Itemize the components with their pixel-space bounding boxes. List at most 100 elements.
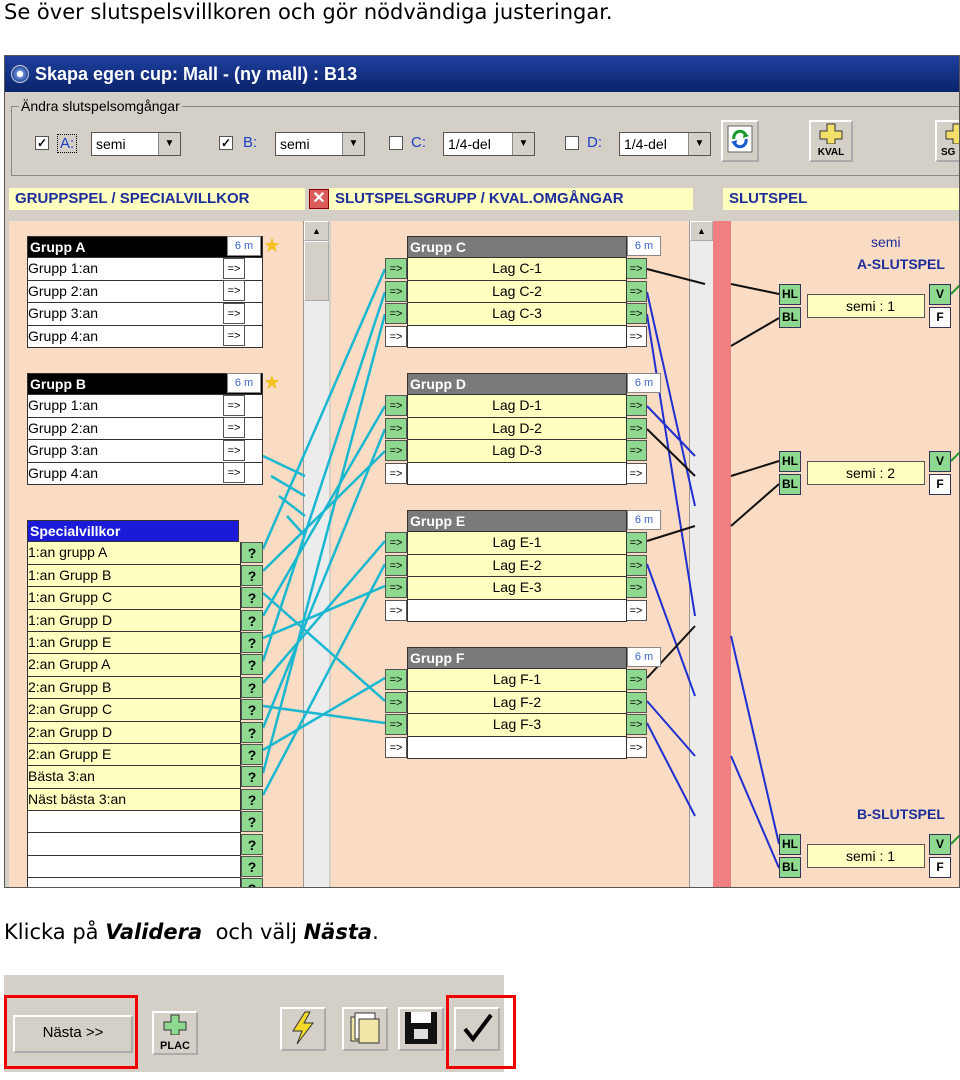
match-box[interactable]: semi : 1 — [807, 844, 925, 868]
arrow-in-button[interactable]: => — [385, 303, 407, 325]
arrow-out-button[interactable]: => — [625, 280, 647, 302]
arrow-out-button[interactable]: => — [625, 325, 647, 347]
round-a-checkbox[interactable]: ✓ — [35, 136, 49, 150]
special-row[interactable]: Bästa 3:an — [27, 766, 241, 789]
team-row[interactable]: Lag D-3 — [407, 440, 627, 463]
arrow-out-button[interactable]: => — [625, 395, 647, 417]
special-row[interactable]: Näst bästa 3:an — [27, 788, 241, 812]
close-icon[interactable]: ✕ — [309, 189, 329, 209]
team-row[interactable] — [407, 736, 627, 759]
team-row[interactable]: Lag C-3 — [407, 303, 627, 326]
arrow-out-button[interactable]: => — [625, 532, 647, 554]
v-button[interactable]: V — [929, 284, 951, 305]
hl-button[interactable]: HL — [779, 451, 801, 472]
round-c-checkbox[interactable] — [389, 136, 403, 150]
table-row[interactable]: Grupp 3:an — [27, 440, 263, 463]
question-button[interactable]: ? — [241, 766, 263, 788]
special-row[interactable]: 1:an Grupp D — [27, 609, 241, 632]
arrow-out-button[interactable]: => — [625, 417, 647, 439]
arrow-in-button[interactable]: => — [385, 280, 407, 302]
round-b-select[interactable]: semi▼ — [275, 132, 365, 156]
arrow-out-button[interactable]: => — [625, 736, 647, 758]
special-row[interactable] — [27, 878, 241, 887]
team-row[interactable]: Lag C-1 — [407, 258, 627, 281]
question-button[interactable]: ? — [241, 833, 263, 855]
question-button[interactable]: ? — [241, 654, 263, 676]
group-b-header[interactable]: Grupp B — [27, 373, 263, 396]
special-row[interactable]: 2:an Grupp B — [27, 676, 241, 700]
table-row[interactable]: Grupp 2:an — [27, 280, 263, 304]
question-button[interactable]: ? — [241, 609, 263, 631]
round-d-select[interactable]: 1/4-del▼ — [619, 132, 711, 156]
group-header[interactable]: Grupp F — [407, 647, 627, 670]
bl-button[interactable]: BL — [779, 307, 801, 328]
save-button[interactable] — [398, 1007, 444, 1051]
team-row[interactable]: Lag D-2 — [407, 417, 627, 441]
question-button[interactable]: ? — [241, 542, 263, 564]
question-button[interactable]: ? — [241, 744, 263, 765]
f-button[interactable]: F — [929, 307, 951, 328]
arrow-out-button[interactable]: => — [223, 303, 245, 324]
round-d-checkbox[interactable] — [565, 136, 579, 150]
v-button[interactable]: V — [929, 834, 951, 855]
special-row[interactable] — [27, 833, 241, 856]
nasta-button[interactable]: Nästa >> — [13, 1015, 133, 1053]
arrow-out-button[interactable]: => — [223, 258, 245, 279]
question-button[interactable]: ? — [241, 811, 263, 833]
table-row[interactable]: Grupp 2:an — [27, 417, 263, 441]
special-row[interactable]: 2:an Grupp D — [27, 721, 241, 744]
team-row[interactable]: Lag F-3 — [407, 714, 627, 737]
table-row[interactable]: Grupp 1:an — [27, 258, 263, 281]
validera-button[interactable] — [454, 1007, 500, 1051]
special-row[interactable]: 2:an Grupp C — [27, 699, 241, 722]
plac-button[interactable]: PLAC — [152, 1011, 198, 1055]
arrow-in-button[interactable]: => — [385, 669, 407, 691]
question-button[interactable]: ? — [241, 676, 263, 698]
round-a-select[interactable]: semi▼ — [91, 132, 181, 156]
sg-button[interactable]: SG — [935, 120, 959, 162]
open-folder-button[interactable] — [342, 1007, 388, 1051]
round-c-select[interactable]: 1/4-del▼ — [443, 132, 535, 156]
table-row[interactable]: Grupp 4:an — [27, 462, 263, 485]
arrow-out-button[interactable]: => — [625, 577, 647, 599]
arrow-out-button[interactable]: => — [223, 417, 245, 438]
special-row[interactable]: 1:an Grupp B — [27, 564, 241, 588]
arrow-in-button[interactable]: => — [385, 395, 407, 417]
match-box[interactable]: semi : 2 — [807, 461, 925, 485]
f-button[interactable]: F — [929, 474, 951, 495]
v-button[interactable]: V — [929, 451, 951, 472]
team-row[interactable]: Lag F-1 — [407, 669, 627, 692]
team-row[interactable]: Lag C-2 — [407, 280, 627, 304]
arrow-out-button[interactable]: => — [223, 325, 245, 346]
arrow-out-button[interactable]: => — [625, 691, 647, 713]
bl-button[interactable]: BL — [779, 474, 801, 495]
arrow-out-button[interactable]: => — [625, 440, 647, 462]
arrow-out-button[interactable]: => — [625, 669, 647, 691]
star-icon[interactable]: ★ — [263, 372, 281, 394]
question-button[interactable]: ? — [241, 788, 263, 810]
group-header[interactable]: Grupp E — [407, 510, 627, 533]
question-button[interactable]: ? — [241, 721, 263, 743]
team-row[interactable] — [407, 462, 627, 485]
arrow-out-button[interactable]: => — [625, 599, 647, 621]
team-row[interactable] — [407, 599, 627, 622]
team-row[interactable] — [407, 325, 627, 348]
arrow-out-button[interactable]: => — [625, 714, 647, 736]
lightning-button[interactable] — [280, 1007, 326, 1051]
bl-button[interactable]: BL — [779, 857, 801, 878]
arrow-out-button[interactable]: => — [223, 440, 245, 461]
question-button[interactable]: ? — [241, 632, 263, 653]
question-button[interactable]: ? — [241, 564, 263, 586]
question-button[interactable]: ? — [241, 587, 263, 609]
special-row[interactable] — [27, 855, 241, 879]
refresh-button[interactable] — [721, 120, 759, 162]
arrow-out-button[interactable]: => — [625, 462, 647, 484]
question-button[interactable]: ? — [241, 699, 263, 721]
arrow-in-button[interactable]: => — [385, 258, 407, 280]
special-row[interactable]: 1:an Grupp C — [27, 587, 241, 610]
arrow-out-button[interactable]: => — [625, 258, 647, 280]
table-row[interactable]: Grupp 1:an — [27, 395, 263, 418]
special-row[interactable]: 1:an Grupp E — [27, 631, 241, 655]
team-row[interactable]: Lag E-1 — [407, 532, 627, 555]
question-button[interactable]: ? — [241, 856, 263, 877]
